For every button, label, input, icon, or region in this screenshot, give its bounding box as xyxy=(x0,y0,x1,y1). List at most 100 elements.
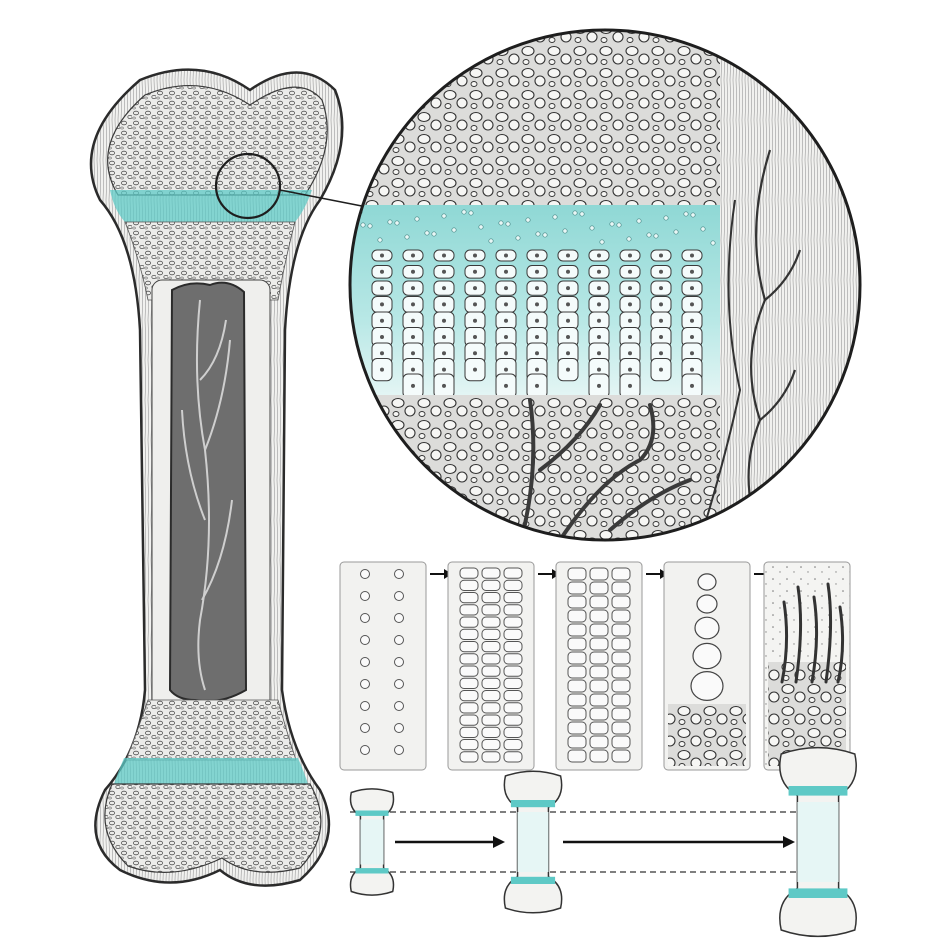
cell-nucleus xyxy=(659,269,663,274)
cell-nucleus xyxy=(628,367,632,372)
stage-cell xyxy=(360,657,370,667)
growth-arrow-icon xyxy=(563,836,795,848)
stage-cell xyxy=(567,651,587,665)
stage-cell xyxy=(696,594,718,614)
cell-nucleus xyxy=(535,302,539,307)
stage-cell xyxy=(503,702,523,714)
resting-cell xyxy=(461,209,467,215)
cell-nucleus xyxy=(473,253,477,258)
stage-cell xyxy=(611,735,631,749)
cell-nucleus xyxy=(597,302,601,307)
stage-cell xyxy=(459,579,479,591)
stage-cell xyxy=(692,642,722,670)
cell-nucleus xyxy=(380,253,384,258)
stage-cell xyxy=(589,721,609,735)
stage-cell xyxy=(589,707,609,721)
cell-nucleus xyxy=(628,302,632,307)
stage-cell xyxy=(589,637,609,651)
stage-cell xyxy=(589,679,609,693)
cell-nucleus xyxy=(504,351,508,356)
resting-cell xyxy=(562,228,568,234)
mag-periosteum xyxy=(720,30,860,540)
stage-cell xyxy=(459,628,479,640)
lower-metaphysis xyxy=(125,699,297,761)
cell-nucleus xyxy=(690,335,694,339)
stage-cell xyxy=(459,677,479,689)
resting-cell xyxy=(646,232,652,238)
cell-nucleus xyxy=(504,335,508,339)
resting-cell xyxy=(535,231,541,237)
stage-cell xyxy=(503,641,523,653)
stage-cell xyxy=(481,653,501,665)
stage-cell xyxy=(567,665,587,679)
resting-cell xyxy=(431,231,437,237)
cell-nucleus xyxy=(411,383,415,388)
stage-cell xyxy=(459,702,479,714)
stage-cell xyxy=(589,581,609,595)
lower-growth-plate xyxy=(114,758,308,784)
stage-cell xyxy=(611,567,631,581)
magnified-growth-plate xyxy=(348,28,862,542)
stage-cell xyxy=(697,573,717,591)
stage-cell xyxy=(589,735,609,749)
stage-cell xyxy=(481,677,501,689)
mini-shaft xyxy=(797,802,839,882)
stage-cell xyxy=(481,641,501,653)
cell-nucleus xyxy=(504,318,508,323)
stage-cell xyxy=(690,670,724,701)
stage-cell xyxy=(360,635,370,645)
resting-cell xyxy=(636,218,642,224)
cell-nucleus xyxy=(411,351,415,356)
mag-chondrocyte-columns xyxy=(357,209,716,399)
resting-cell xyxy=(653,233,659,239)
resting-cell xyxy=(589,225,595,231)
cell-nucleus xyxy=(597,367,601,372)
stage-cell xyxy=(503,714,523,726)
cell-nucleus xyxy=(659,318,663,323)
marrow-vessels xyxy=(181,299,233,691)
magnifier-source-circle xyxy=(214,152,282,220)
mag-periosteum-edge xyxy=(699,199,742,540)
stage-cell xyxy=(567,581,587,595)
cell-nucleus xyxy=(535,351,539,356)
stage-cell xyxy=(611,749,631,763)
resting-cell xyxy=(663,215,669,221)
mag-lower-spongy xyxy=(350,395,760,540)
mini-shaft xyxy=(360,819,384,865)
stage-cell xyxy=(567,707,587,721)
cell-nucleus xyxy=(380,351,384,356)
cell-nucleus xyxy=(690,383,694,388)
long-bone-section xyxy=(89,68,373,887)
cell-nucleus xyxy=(535,335,539,339)
stage-cell xyxy=(503,592,523,604)
cell-nucleus xyxy=(628,286,632,291)
cell-nucleus xyxy=(380,269,384,274)
stage-cell xyxy=(459,653,479,665)
cell-nucleus xyxy=(566,335,570,339)
cell-nucleus xyxy=(566,253,570,258)
resting-cell xyxy=(488,238,494,244)
growth-bone-medium-bone xyxy=(503,770,563,914)
stage-cell xyxy=(611,623,631,637)
cell-nucleus xyxy=(597,253,601,258)
cell-nucleus xyxy=(597,383,601,388)
resting-cell xyxy=(626,236,632,242)
cell-nucleus xyxy=(473,351,477,356)
cell-nucleus xyxy=(535,383,539,388)
stage-frame xyxy=(339,561,427,771)
stage-cell xyxy=(481,604,501,616)
cell-nucleus xyxy=(442,286,446,291)
cell-nucleus xyxy=(473,318,477,323)
stage-cell xyxy=(589,567,609,581)
stage-cell xyxy=(503,739,523,751)
cell-nucleus xyxy=(659,367,663,372)
resting-cell xyxy=(599,239,605,245)
resting-cell xyxy=(498,220,504,226)
resting-cell xyxy=(552,214,558,220)
cell-nucleus xyxy=(597,269,601,274)
stage-cell xyxy=(503,665,523,677)
stage-cell xyxy=(567,735,587,749)
cell-nucleus xyxy=(597,351,601,356)
stage-cell xyxy=(589,609,609,623)
